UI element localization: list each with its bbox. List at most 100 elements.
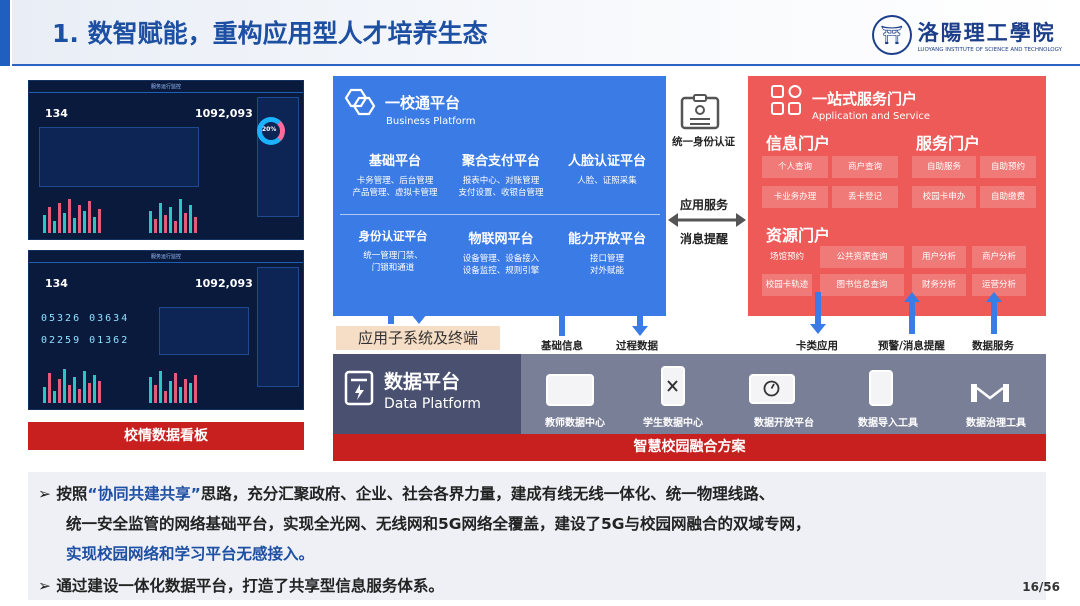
down-arrow-icon: [810, 292, 826, 334]
data-module-label: 数据开放平台: [754, 418, 814, 429]
dashboard-kpi-left: 134: [45, 107, 68, 120]
dashboard-screenshot-1: 服务运行监控 134 1092,093 20%: [28, 80, 304, 240]
bullet-line-4: ➢ 通过建设一体化数据平台，打造了共享型信息服务体系。: [38, 577, 444, 595]
portal-chip[interactable]: 图书信息查询: [820, 274, 904, 296]
bullet-line-1: ➢ 按照“协同共建共享”思路，充分汇聚政府、企业、社会各界力量，建成有线无线一体…: [38, 485, 775, 503]
data-governance-icon: [971, 384, 1009, 402]
portal-chip[interactable]: 自助缴费: [980, 186, 1036, 208]
dashboard-bars-2: [149, 363, 197, 403]
dashboard-bars: [43, 193, 101, 233]
portal-chip[interactable]: 卡业务办理: [762, 186, 828, 208]
basic-info-label: 基础信息: [541, 340, 583, 352]
dashboard-wave-panel: [159, 307, 249, 355]
monitor-icon: [546, 374, 594, 406]
portal-chip[interactable]: 商户分析: [972, 246, 1026, 268]
mobile-device-icon: [661, 366, 685, 406]
solution-banner: 智慧校园融合方案: [333, 434, 1046, 461]
platform-cell-open: 能力开放平台 接口管理对外赋能: [567, 232, 646, 276]
dashboard-side-panel: [257, 97, 299, 217]
portal-chip[interactable]: 商户查询: [832, 156, 898, 178]
header-accent: [0, 0, 10, 66]
bullet-line-2: 统一安全监管的网络基础平台，实现全光网、无线网和5G网络全覆盖，建设了5G与校园…: [66, 515, 811, 533]
platform-cell-identity: 身份认证平台 统一管理门禁、门锁和通道: [358, 229, 428, 273]
card-app-label: 卡类应用: [796, 340, 838, 352]
logo-english: LUOYANG INSTITUTE OF SCIENCE AND TECHNOL…: [917, 47, 1062, 53]
portal-chip[interactable]: 丢卡登记: [832, 186, 898, 208]
gauge-panel-icon: [749, 374, 795, 404]
up-arrow-icon: [904, 292, 920, 334]
up-arrow-icon: [986, 292, 1002, 334]
business-platform-title: 一校通平台: [385, 94, 461, 112]
data-platform-subtitle: Data Platform: [384, 396, 481, 412]
dashboard-screenshot-2: 服务运行监控 134 1092,093 05326 03634 02259 01…: [28, 250, 304, 410]
dashboard-title: 服务运行监控: [29, 251, 303, 263]
dashboard-side-panel: [257, 267, 299, 387]
portal-chip[interactable]: 校园卡申办: [912, 186, 976, 208]
platform-cell-payment: 聚合支付平台 报表中心、对账管理支付设置、收银台管理: [458, 154, 544, 198]
dashboard-bars-2: [149, 193, 197, 233]
id-card-icon: [680, 94, 720, 130]
double-arrow-icon: [668, 213, 746, 227]
portal-chip[interactable]: 自助服务: [912, 156, 976, 178]
portal-title: 一站式服务门户: [812, 90, 918, 108]
slide-title: 1. 数智赋能，重构应用型人才培养生态: [52, 19, 488, 48]
door-import-icon: [869, 370, 893, 406]
portal-chip[interactable]: 场馆预约: [769, 252, 804, 262]
service-portal-title: 服务门户: [916, 134, 981, 153]
process-data-label: 过程数据: [616, 340, 658, 352]
dashboard-map-panel: [39, 127, 199, 187]
dashboard-kpi-right: 1092,093: [195, 277, 253, 290]
terminal-label: 应用子系统及终端: [336, 326, 500, 350]
data-platform-header: [333, 354, 521, 434]
dashboard-ring: [257, 117, 285, 145]
portal-subtitle: Application and Service: [812, 111, 931, 122]
warning-message-label: 预警/消息提醒: [878, 340, 945, 352]
portal-chip[interactable]: 运营分析: [972, 274, 1026, 296]
seal-icon: ⛩: [872, 15, 912, 55]
portal-chip[interactable]: 自助预约: [980, 156, 1036, 178]
portal-chip[interactable]: 公共资源查询: [820, 246, 904, 268]
down-arrow-icon: [411, 292, 427, 324]
data-platform-title: 数据平台: [384, 371, 461, 393]
dashboard-kpi-right: 1092,093: [195, 107, 253, 120]
up-arrow-icon: [383, 292, 399, 324]
hexagon-icon: [344, 88, 376, 116]
platform-cell-face: 人脸认证平台 人脸、证照采集: [567, 154, 646, 186]
server-icon: [344, 370, 374, 406]
portal-chip[interactable]: 个人查询: [762, 156, 828, 178]
data-module-label: 数据治理工具: [966, 418, 1026, 429]
dashboard-kpi-left: 134: [45, 277, 68, 290]
up-arrow-icon: [554, 302, 570, 336]
dashboard-ring-value: 20%: [262, 126, 277, 133]
bullet-arrow-icon: ➢: [38, 485, 57, 503]
bullet-arrow-icon: ➢: [38, 577, 57, 595]
bullet-box: [28, 472, 1046, 600]
university-logo: ⛩ 洛陽理工學院 LUOYANG INSTITUTE OF SCIENCE AN…: [872, 12, 1062, 58]
unified-identity-label: 统一身份认证: [672, 136, 735, 148]
data-service-label: 数据服务: [972, 340, 1014, 352]
dashboard-digits-1: 05326 03634: [41, 313, 130, 324]
down-arrow-icon: [632, 302, 648, 336]
platform-cell-iot: 物联网平台 设备管理、设备接入设备监控、规则引擎: [462, 232, 540, 276]
app-service-label: 应用服务: [680, 198, 729, 212]
portal-chip[interactable]: 校园卡轨迹: [762, 274, 812, 296]
dashboard-digits-2: 02259 01362: [41, 335, 130, 346]
dashboard-title: 服务运行监控: [29, 81, 303, 93]
grid-apps-icon: [771, 85, 802, 115]
resource-portal-title: 资源门户: [766, 226, 831, 245]
logo-name: 洛陽理工學院: [917, 20, 1056, 45]
portal-chip[interactable]: 财务分析: [912, 274, 966, 296]
data-module-label: 教师数据中心: [545, 418, 605, 429]
page-number: 16/56: [1022, 580, 1060, 594]
platform-cell-basic: 基础平台 卡务管理、后台管理产品管理、虚拟卡管理: [352, 154, 438, 198]
portal-chip[interactable]: 用户分析: [912, 246, 966, 268]
info-portal-title: 信息门户: [766, 134, 831, 153]
business-platform-subtitle: Business Platform: [386, 116, 476, 127]
platform-divider: [340, 214, 660, 215]
dashboard-caption: 校情数据看板: [28, 422, 304, 450]
data-module-label: 数据导入工具: [858, 418, 918, 429]
message-alert-label: 消息提醒: [680, 232, 729, 246]
dashboard-bars: [43, 363, 101, 403]
data-module-label: 学生数据中心: [643, 418, 703, 429]
business-platform-panel: [333, 76, 666, 316]
